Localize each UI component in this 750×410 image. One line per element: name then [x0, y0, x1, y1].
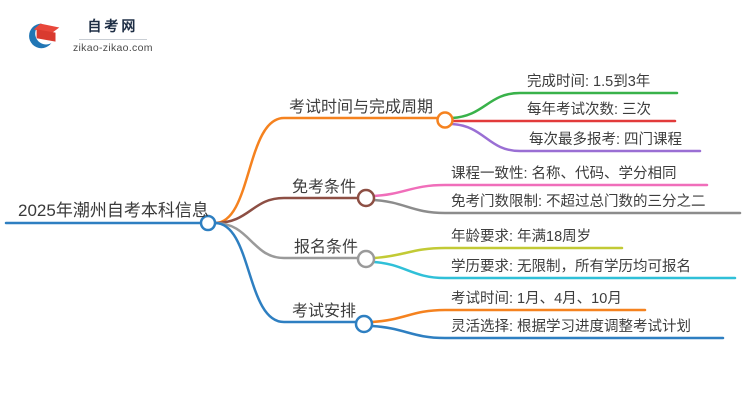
site-url: zikao-zikao.com: [73, 42, 153, 54]
leaf-label-education-requirement: 学历要求: 无限制，所有学历均可报名: [451, 259, 692, 275]
leaf-label-completion-time: 完成时间: 1.5到3年: [527, 74, 651, 90]
branch-label-exemption: 免考条件: [292, 179, 357, 196]
leaf-label-exemption-limit: 免考门数限制: 不超过总门数的三分之二: [451, 194, 706, 210]
connector-branch-registration: [213, 221, 360, 260]
connector-leaf-age-requirement: [372, 246, 624, 260]
branch-node-circle-registration: [356, 249, 376, 269]
branch-node-circle-exam-cycle: [436, 111, 454, 129]
site-name: 自考网: [87, 18, 139, 34]
branch-label-registration: 报名条件: [294, 239, 359, 256]
connector-leaf-education-requirement: [372, 260, 737, 280]
connector-leaf-completion-time: [450, 91, 679, 120]
branch-label-schedule: 考试安排: [292, 303, 357, 320]
connector-branch-schedule: [213, 221, 358, 324]
leaf-label-age-requirement: 年龄要求: 年满18周岁: [451, 229, 592, 245]
connector-leaf-flexible-choice: [370, 324, 725, 340]
connector-branch-exemption: [213, 196, 360, 225]
connector-leaf-exemption-limit: [372, 198, 742, 215]
leaf-label-max-courses: 每次最多报考: 四门课程: [529, 132, 683, 148]
leaf-label-exams-per-year: 每年考试次数: 三次: [527, 102, 652, 118]
branch-label-exam-cycle: 考试时间与完成周期: [289, 99, 434, 116]
leaf-label-exam-months: 考试时间: 1月、4月、10月: [451, 291, 622, 307]
leaf-label-flexible-choice: 灵活选择: 根据学习进度调整考试计划: [451, 319, 692, 335]
root-node-circle: [199, 214, 217, 232]
graduation-cap-icon: [29, 22, 61, 49]
connector-leaf-course-consistency: [372, 183, 709, 198]
branch-node-circle-exemption: [356, 188, 376, 208]
root-node-label: 2025年潮州自考本科信息: [18, 201, 209, 220]
branch-node-circle-schedule: [354, 314, 374, 334]
leaf-label-course-consistency: 课程一致性: 名称、代码、学分相同: [451, 166, 677, 182]
connector-leaf-max-courses: [450, 122, 702, 153]
logo-divider: [78, 39, 147, 40]
connector-branch-exam-cycle: [213, 116, 439, 225]
connector-leaf-exam-months: [370, 308, 647, 324]
site-logo: 自考网 zikao-zikao.com: [28, 16, 153, 54]
